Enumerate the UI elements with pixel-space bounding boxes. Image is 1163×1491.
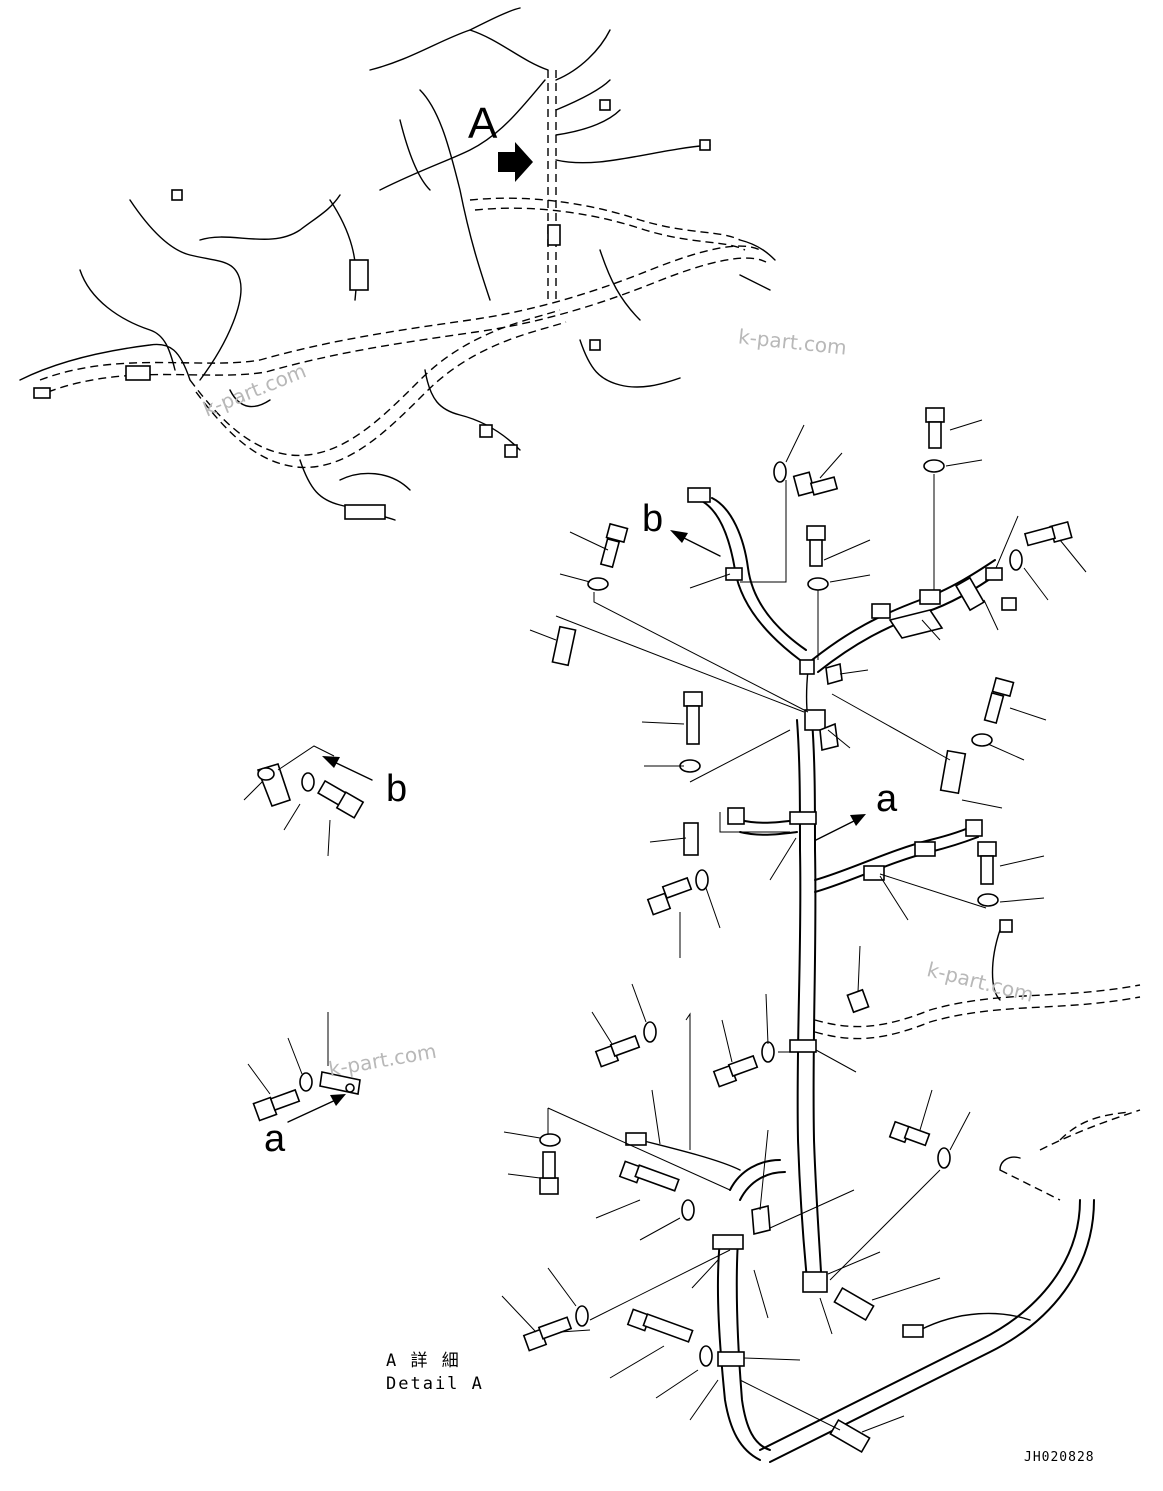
harness-frame-line	[999, 1111, 1131, 1171]
clamp-icon	[725, 567, 743, 581]
arrow-right-icon	[498, 142, 533, 182]
ref-label-b-upper: b	[642, 498, 664, 540]
ref-label-a-mid: a	[876, 778, 898, 820]
detail-caption-en: Detail A	[386, 1373, 484, 1394]
detail-caption: A 詳 細 Detail A	[386, 1350, 484, 1396]
detail-b-group	[256, 745, 365, 819]
washer-icon	[539, 459, 1023, 1367]
spacer-icon	[551, 625, 577, 667]
detail-a-small-group	[252, 1071, 361, 1122]
ref-label-a-left: a	[264, 1118, 286, 1160]
ref-label-b-left: b	[386, 768, 408, 810]
detail-caption-jp: A 詳 細	[386, 1351, 461, 1371]
view-label-a: A	[468, 99, 498, 148]
detail-a-assembly	[243, 407, 1141, 1463]
harness-overview	[19, 7, 776, 521]
drawing-code: JH020828	[1024, 1450, 1095, 1465]
bolt-icon	[522, 407, 1073, 1352]
connector-icon	[687, 487, 711, 503]
